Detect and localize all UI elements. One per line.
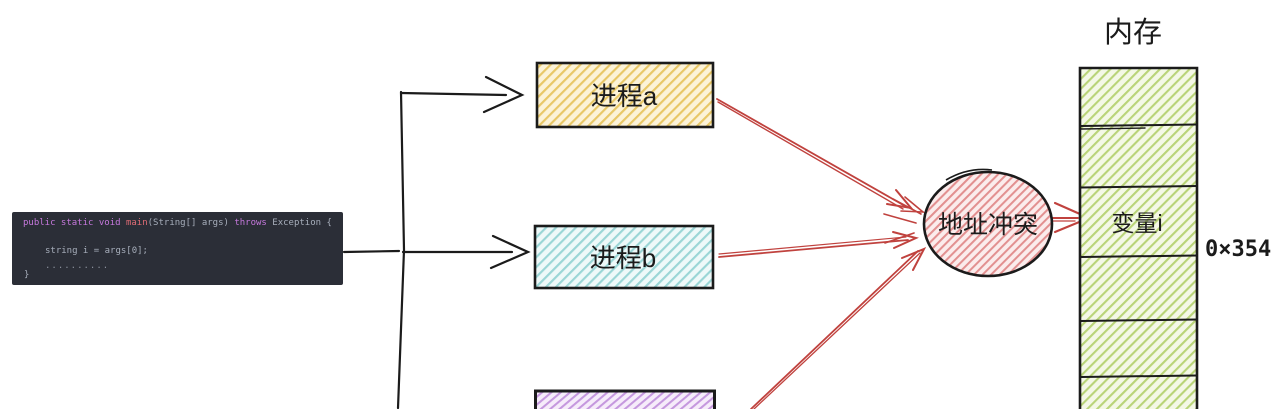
- converge-stroke-3: [884, 232, 915, 244]
- code-token-main: main: [125, 218, 148, 228]
- code-token-exception: Exception {: [266, 218, 332, 228]
- arrow-b-head-icon: [892, 231, 919, 249]
- process-b-box: [533, 224, 715, 290]
- code-snippet-panel: public static void main(String[] args) t…: [12, 212, 343, 285]
- process-a-box: [535, 61, 715, 129]
- memory-address-label: 0×354: [1205, 237, 1271, 262]
- variable-i-cell-label: 变量i: [1111, 210, 1162, 236]
- arrow-c-to-conflict: [750, 250, 919, 409]
- arrow-c-to-conflict-double: [753, 252, 921, 409]
- converge-stroke-2: [883, 213, 917, 224]
- arrow-to-process-a-head-icon: [482, 75, 525, 114]
- address-conflict-label: 地址冲突: [938, 211, 1038, 239]
- code-to-branch-line: [342, 249, 401, 254]
- arrow-a-to-conflict-double: [717, 101, 904, 210]
- converge-head-icon: [900, 196, 926, 213]
- code-line-closing-brace: }: [24, 270, 30, 280]
- code-line-dots: ..........: [45, 261, 110, 271]
- process-b-label: 进程b: [590, 243, 656, 273]
- memory-divider-4: [1080, 318, 1198, 322]
- memory-divider-5: [1080, 374, 1197, 378]
- memory-divider-1: [1080, 123, 1198, 127]
- process-c-box-partial: [534, 389, 716, 409]
- address-conflict-circle: [922, 170, 1054, 278]
- code-line-assignment: string i = args[0];: [45, 246, 148, 256]
- memory-divider-1b: [1080, 127, 1146, 130]
- memory-divider-2: [1080, 185, 1198, 189]
- code-token-throws: throws: [234, 218, 267, 228]
- memory-title: 内存: [1104, 16, 1162, 49]
- red-conflict-arrows: [716, 98, 1092, 409]
- arrow-b-to-conflict: [718, 239, 909, 258]
- arrow-a-to-conflict: [716, 98, 906, 207]
- arrow-c-head-icon: [901, 247, 927, 271]
- code-token-params: (String[] args): [147, 218, 235, 228]
- memory-column: [1078, 66, 1199, 409]
- memory-cell-dividers: [1080, 123, 1198, 378]
- process-a-label: 进程a: [591, 81, 658, 111]
- branch-vertical-line: [396, 90, 406, 409]
- code-token-keywords: public static void: [23, 218, 126, 228]
- circle-sketch-overstroke: [945, 168, 993, 181]
- branch-connector-lines: [342, 75, 531, 409]
- arrow-b-to-conflict-double: [718, 236, 907, 255]
- arrow-to-process-a-shaft: [399, 91, 508, 97]
- code-line-signature: public static void main(String[] args) t…: [23, 218, 332, 228]
- arrow-to-process-b-head-icon: [489, 234, 531, 270]
- memory-divider-3: [1080, 254, 1198, 258]
